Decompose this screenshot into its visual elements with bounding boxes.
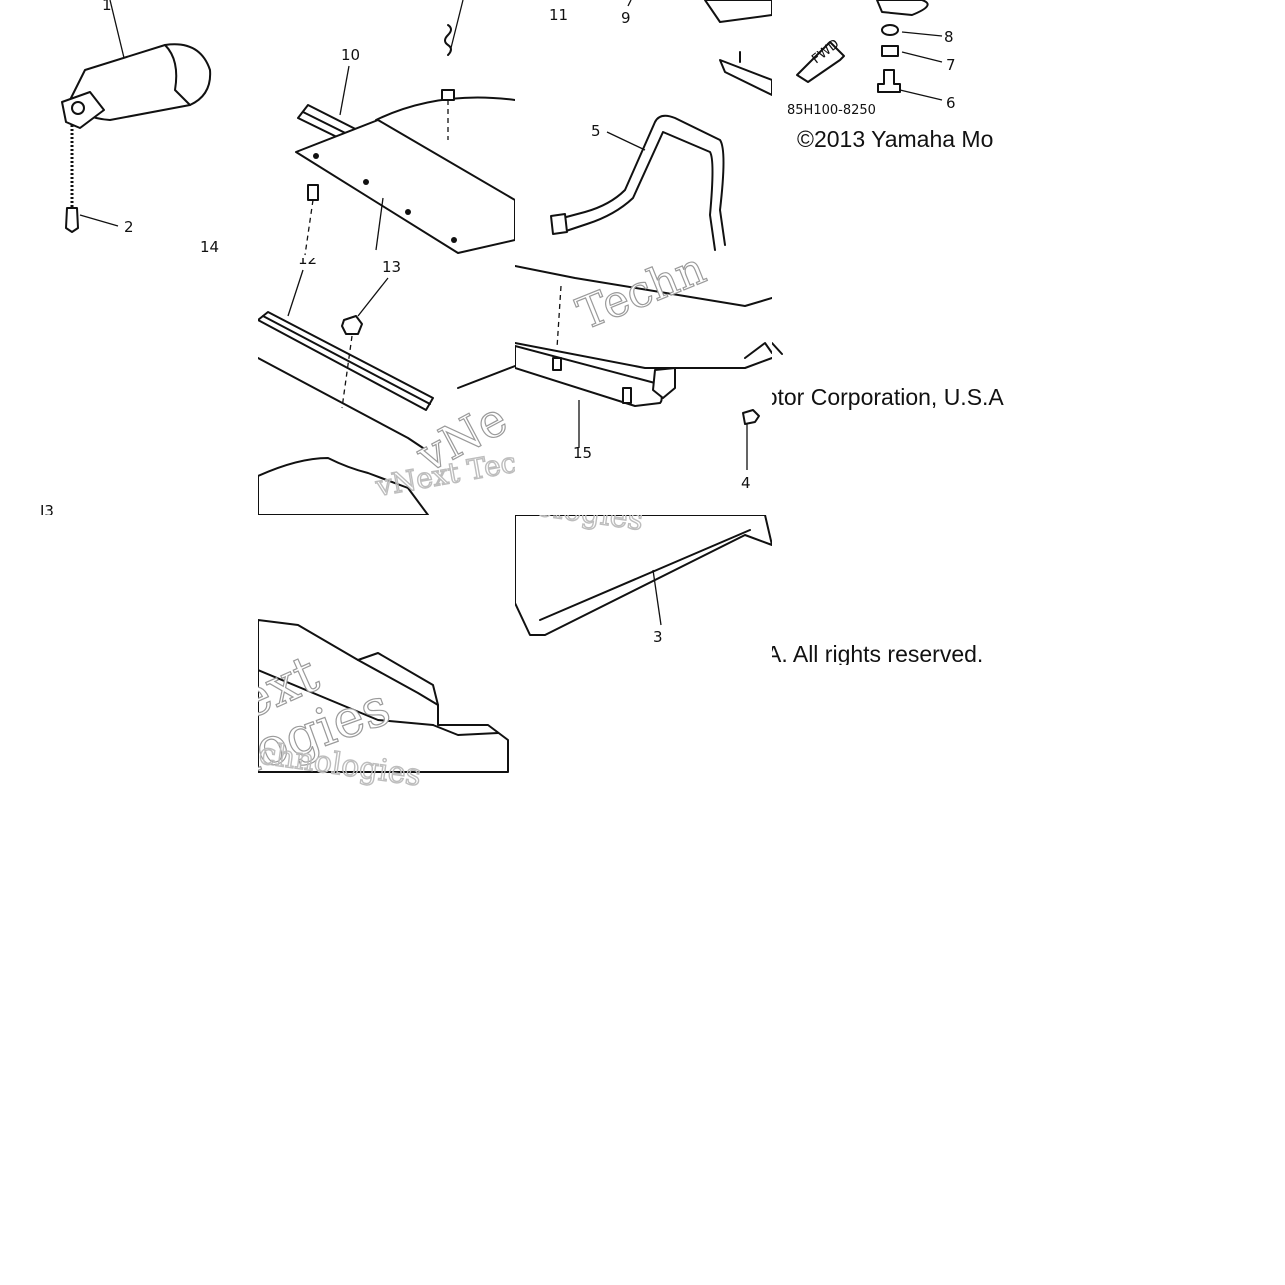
bracket-illustration: 11 9 5 <box>549 0 772 251</box>
callout-9: 9 <box>621 9 631 27</box>
diagram-tile-lower-center: ext ologies chnologies <box>258 515 515 800</box>
diagram-code: 85H100-8250 <box>787 103 876 118</box>
diagram-tile-far-right: ɔtor Corporation, U.S.A <box>772 258 1029 515</box>
copyright-part-1: ©2013 Yamaha Mo <box>797 126 994 152</box>
u-bracket-outer <box>554 114 726 246</box>
bolt-4 <box>742 409 760 425</box>
diagram-tile-top-middle: 10 <box>258 0 515 258</box>
watermark-8: Techn <box>570 258 713 340</box>
cover-illustration: ext ologies chnologies <box>258 619 509 798</box>
copyright-part-3: A. All rights reserved. <box>772 641 984 665</box>
bolt-6 <box>877 69 901 93</box>
callout-1: 1 <box>102 0 112 14</box>
callout-3: 3 <box>653 628 663 646</box>
diagram-tile-mid-left: I3 <box>0 258 258 515</box>
callout-5: 5 <box>591 122 601 140</box>
u-bracket-inner <box>562 131 716 251</box>
diagram-tile-top-right: 8 7 6 FWD 85H100-8250 ©2013 Yamaha Mo <box>772 0 1029 258</box>
fwd-arrow <box>796 41 845 83</box>
washer-8 <box>881 24 899 36</box>
copyright-part-2: ɔtor Corporation, U.S.A <box>772 384 1004 410</box>
callout-10: 10 <box>341 46 360 64</box>
callout-12: 12 <box>298 258 317 268</box>
base-plate <box>295 119 515 254</box>
mount-plate <box>515 345 663 407</box>
callout-4: 4 <box>741 474 751 492</box>
handle-illustration: 1 2 14 <box>61 0 219 256</box>
rail-illustration: 10 <box>295 0 515 256</box>
diagram-tile-lower-right: 3 ologies <box>515 515 772 772</box>
seat-cover <box>258 619 509 773</box>
rail-lower-illustration: 12 13 vNext Tec vNe <box>258 258 515 515</box>
diagram-tile-top-center: 11 9 5 <box>515 0 772 258</box>
diagram-tile-top-left: 1 2 14 <box>0 0 258 258</box>
diagram-tile-lower-far-right: A. All rights reserved. <box>772 515 1029 665</box>
mount-illustration: 15 4 Techn <box>515 258 772 492</box>
spring <box>444 24 452 56</box>
callout-13: 13 <box>382 258 401 276</box>
fastener-illustration: 8 7 6 FWD 85H100-8250 <box>787 0 956 118</box>
plate-lower <box>258 457 429 515</box>
callout-13-lower: I3 <box>40 502 54 515</box>
diagram-tile-mid-right: 15 4 Techn <box>515 258 772 515</box>
callout-8: 8 <box>944 28 954 46</box>
nut-13 <box>341 315 363 335</box>
callout-7: 7 <box>946 56 956 74</box>
nut-7 <box>881 45 899 57</box>
callout-14: 14 <box>200 238 219 256</box>
callout-2: 2 <box>124 218 134 236</box>
callout-15: 15 <box>573 444 592 462</box>
cable-end <box>65 207 79 233</box>
bracket-top <box>704 0 772 23</box>
rail-piece <box>719 59 772 96</box>
callout-11: 11 <box>549 6 568 24</box>
diagram-tile-mid-center: 12 13 vNext Tec vNe <box>258 258 515 515</box>
bolt-12 <box>307 184 319 201</box>
callout-6: 6 <box>946 94 956 112</box>
leader-line-1 <box>109 0 126 63</box>
tray-illustration: 3 ologies <box>515 515 772 646</box>
